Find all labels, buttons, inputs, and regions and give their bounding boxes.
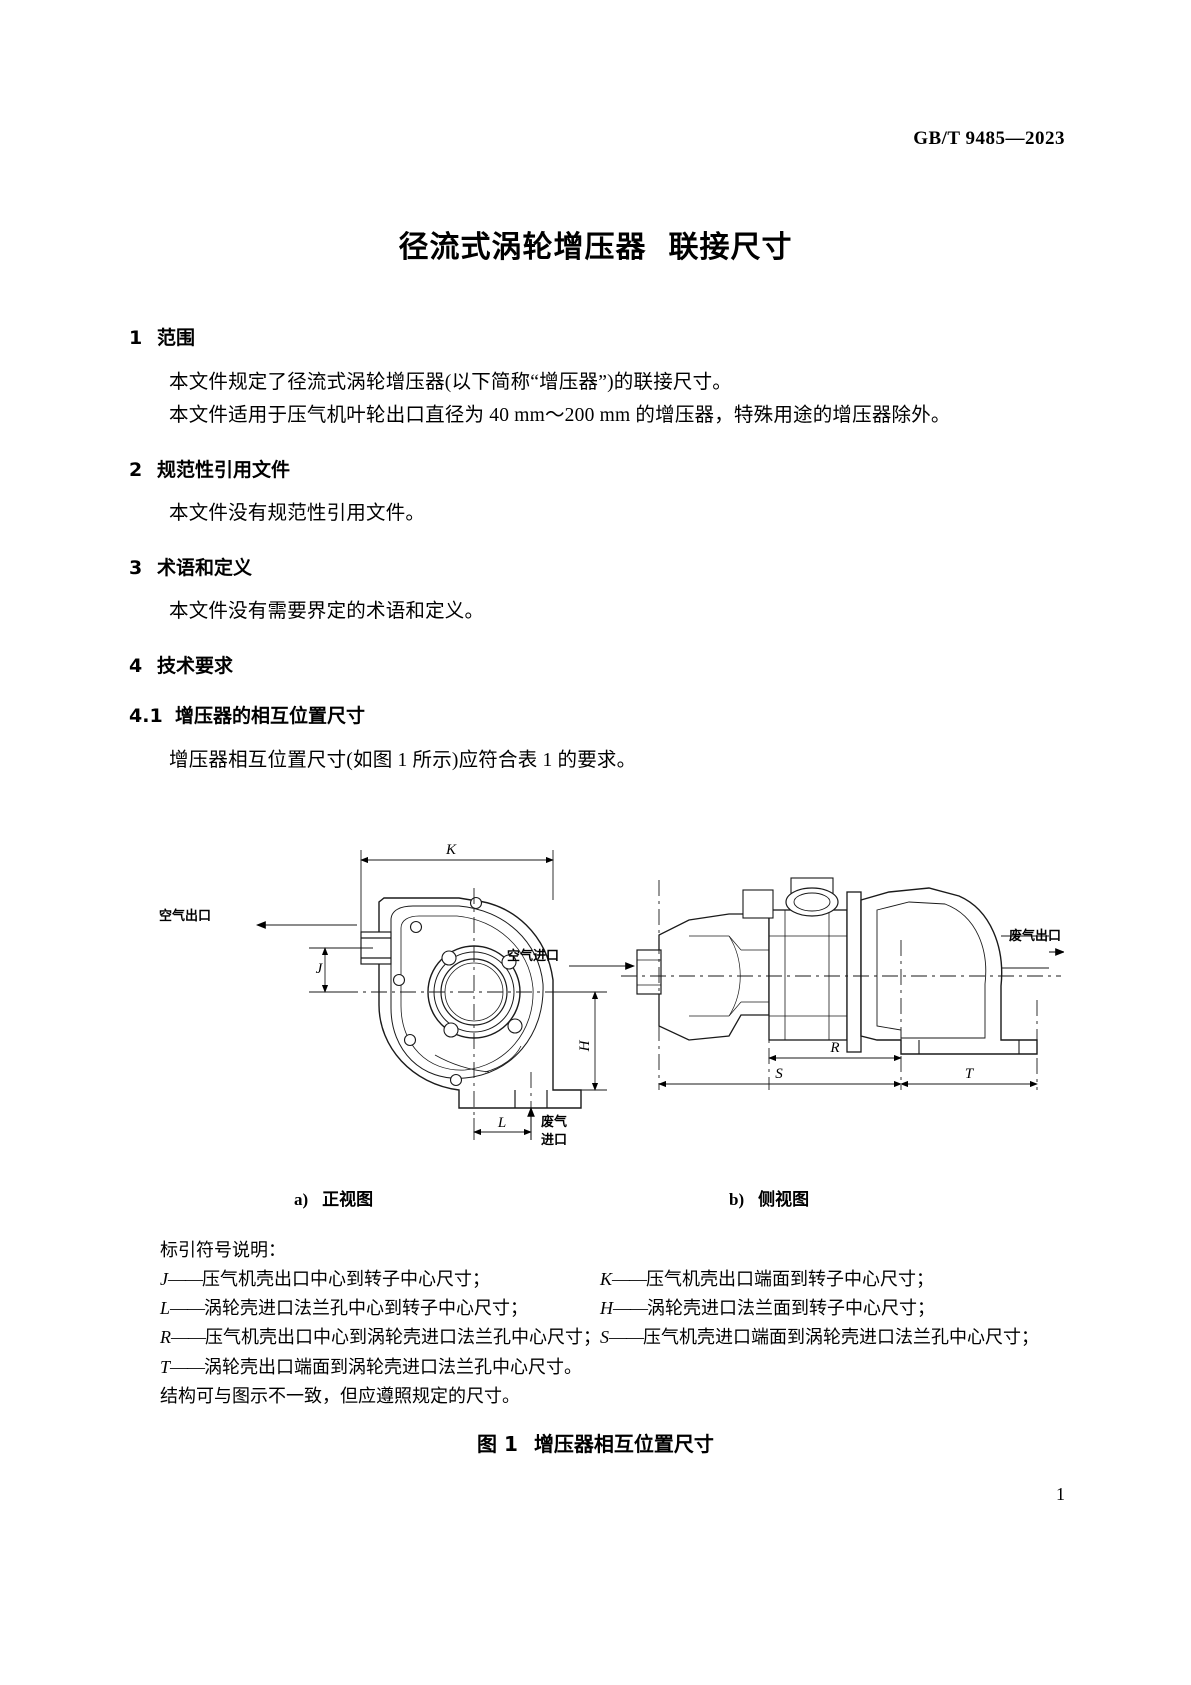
section-number-3: 3 [129, 556, 143, 579]
legend-symbol-J: J [160, 1269, 168, 1290]
dimension-label-T: T [965, 1066, 975, 1082]
legend-symbol-T: T [160, 1356, 171, 1377]
subsection-heading-4-1: 4.1 增压器的相互位置尺寸 [129, 702, 1064, 731]
subsection-number: 4.1 [129, 705, 163, 728]
side-view-group: R S T [569, 877, 1064, 1090]
legend-item-J: J——压气机壳出口中心到转子中心尺寸； [160, 1265, 580, 1294]
legend-dash-L: —— [170, 1298, 205, 1319]
legend-dash-H: —— [613, 1298, 648, 1319]
callout-exhaust-inlet-line1: 废气 [541, 1114, 567, 1130]
section-3-paragraph-1: 本文件没有需要界定的术语和定义。 [169, 601, 485, 623]
figure-subcaption-b-label: b) [729, 1190, 745, 1209]
dimension-label-H: H [577, 1039, 593, 1052]
section-title-2: 规范性引用文件 [157, 458, 291, 481]
legend-symbol-H: H [600, 1298, 613, 1319]
figure-1-illustration: K J H [129, 840, 1064, 1400]
legend-symbol-S: S [600, 1327, 609, 1348]
dimension-label-S: S [775, 1066, 783, 1082]
legend-note: 结构可与图示不一致，但应遵照规定的尺寸。 [160, 1385, 520, 1406]
legend-dash-T: —— [170, 1356, 205, 1377]
dimension-label-K: K [445, 842, 457, 858]
subsection-title: 增压器的相互位置尺寸 [175, 705, 366, 728]
legend-title: 标引符号说明： [160, 1240, 286, 1260]
page-number: 1 [1056, 1484, 1065, 1504]
legend-text-R: 压气机壳出口中心到涡轮壳进口法兰孔中心尺寸； [205, 1327, 601, 1348]
section-2-paragraph-1: 本文件没有规范性引用文件。 [169, 503, 426, 525]
callout-exhaust-outlet-text: 废气出口 [1009, 928, 1061, 944]
document-body: 1 范围 本文件规定了径流式涡轮增压器(以下简称“增压器”)的联接尺寸。 本文件适… [129, 300, 1064, 776]
legend-text-T: 涡轮壳出口端面到涡轮壳进口法兰孔中心尺寸。 [204, 1356, 583, 1377]
dimension-label-R: R [829, 1040, 839, 1056]
section-title-1: 范围 [157, 327, 196, 349]
legend-dash-K: —— [612, 1269, 647, 1290]
section-number-2: 2 [129, 458, 143, 481]
legend-item-K: K——压气机壳出口端面到转子中心尺寸； [600, 1265, 1020, 1294]
legend-symbol-L: L [160, 1298, 171, 1319]
section-1-paragraph-2: 本文件适用于压气机叶轮出口直径为 40 mm～200 mm 的增压器，特殊用途的… [169, 405, 951, 427]
figure-subcaption-a-text: 正视图 [322, 1190, 374, 1210]
figure-subcaption-a: a) 正视图 [294, 1185, 373, 1210]
figure-subcaption-b-text: 侧视图 [758, 1190, 810, 1210]
legend-item-R: R——压气机壳出口中心到涡轮壳进口法兰孔中心尺寸； [160, 1323, 601, 1352]
section-heading-2: 2 规范性引用文件 [129, 456, 1064, 485]
section-heading-1: 1 范围 [129, 324, 1064, 353]
legend-column-right: K——压气机壳出口端面到转子中心尺寸； H——涡轮壳进口法兰面到转子中心尺寸； … [600, 1265, 1039, 1382]
page-title: 径流式涡轮增压器联接尺寸 [0, 222, 1191, 266]
callout-exhaust-inlet-line2: 进口 [541, 1133, 567, 1148]
legend-text-J: 压气机壳出口中心到转子中心尺寸； [202, 1269, 490, 1290]
figure-subcaption-b: b) 侧视图 [729, 1185, 809, 1210]
legend-text-S: 压气机壳进口端面到涡轮壳进口法兰孔中心尺寸； [643, 1327, 1039, 1348]
title-part-2: 联接尺寸 [668, 230, 793, 265]
subsection-4-1-paragraph: 增压器相互位置尺寸(如图 1 所示)应符合表 1 的要求。 [169, 749, 637, 771]
section-title-4: 技术要求 [157, 654, 234, 677]
section-number-4: 4 [129, 654, 143, 677]
section-heading-3: 3 术语和定义 [129, 554, 1064, 583]
legend-text-L: 涡轮壳进口法兰孔中心到转子中心尺寸； [204, 1298, 529, 1319]
standard-number-header: GB/T 9485—2023 [913, 128, 1065, 149]
legend-column-left: J——压气机壳出口中心到转子中心尺寸； L——涡轮壳进口法兰孔中心到转子中心尺寸… [160, 1265, 601, 1382]
legend-dash-J: —— [168, 1269, 203, 1290]
legend-item-S: S——压气机壳进口端面到涡轮壳进口法兰孔中心尺寸； [600, 1323, 1039, 1352]
front-view-group: K J H [255, 842, 607, 1140]
legend-item-L: L——涡轮壳进口法兰孔中心到转子中心尺寸； [160, 1294, 580, 1323]
figure-subcaption-a-label: a) [294, 1190, 309, 1209]
legend-dash-R: —— [171, 1327, 206, 1348]
callout-air-inlet-text: 空气进口 [507, 948, 559, 964]
figure-number-caption: 图 1 增压器相互位置尺寸 [0, 1428, 1191, 1457]
section-1-paragraph-1: 本文件规定了径流式涡轮增压器(以下简称“增压器”)的联接尺寸。 [169, 371, 732, 393]
figure-number-label: 图 1 [477, 1432, 518, 1456]
legend-text-H: 涡轮壳进口法兰面到转子中心尺寸； [647, 1298, 935, 1319]
figure-legend: 标引符号说明： J——压气机壳出口中心到转子中心尺寸； L——涡轮壳进口法兰孔中… [160, 1236, 1065, 1411]
legend-symbol-R: R [160, 1327, 171, 1348]
dimension-label-J: J [316, 961, 324, 977]
figure-number-text: 增压器相互位置尺寸 [533, 1432, 714, 1456]
legend-dash-S: —— [609, 1327, 644, 1348]
section-heading-4: 4 技术要求 [129, 652, 1064, 681]
legend-item-T: T——涡轮壳出口端面到涡轮壳进口法兰孔中心尺寸。 [160, 1353, 583, 1382]
section-title-3: 术语和定义 [157, 556, 253, 579]
legend-symbol-K: K [600, 1269, 613, 1290]
callout-air-outlet-text: 空气出口 [159, 908, 211, 924]
section-number-1: 1 [129, 327, 143, 349]
turbocharger-drawing: K J H [159, 842, 1064, 1148]
legend-item-H: H——涡轮壳进口法兰面到转子中心尺寸； [600, 1294, 1020, 1323]
legend-text-K: 压气机壳出口端面到转子中心尺寸； [646, 1269, 935, 1290]
dimension-label-L: L [497, 1115, 506, 1131]
title-part-1: 径流式涡轮增压器 [398, 230, 647, 265]
